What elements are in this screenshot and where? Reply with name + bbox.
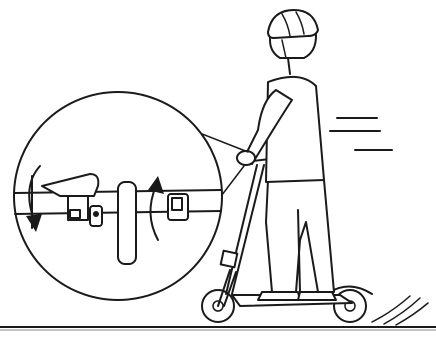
motion-lines: [330, 118, 392, 150]
rider-figure: [237, 10, 336, 300]
ground-line: [0, 327, 436, 330]
wheel-motion-marks: [372, 296, 428, 325]
stem-top: [118, 182, 136, 264]
rear-shoe: [298, 292, 336, 300]
front-shoe: [258, 292, 300, 300]
handlebar-detail-magnifier: [14, 92, 222, 300]
